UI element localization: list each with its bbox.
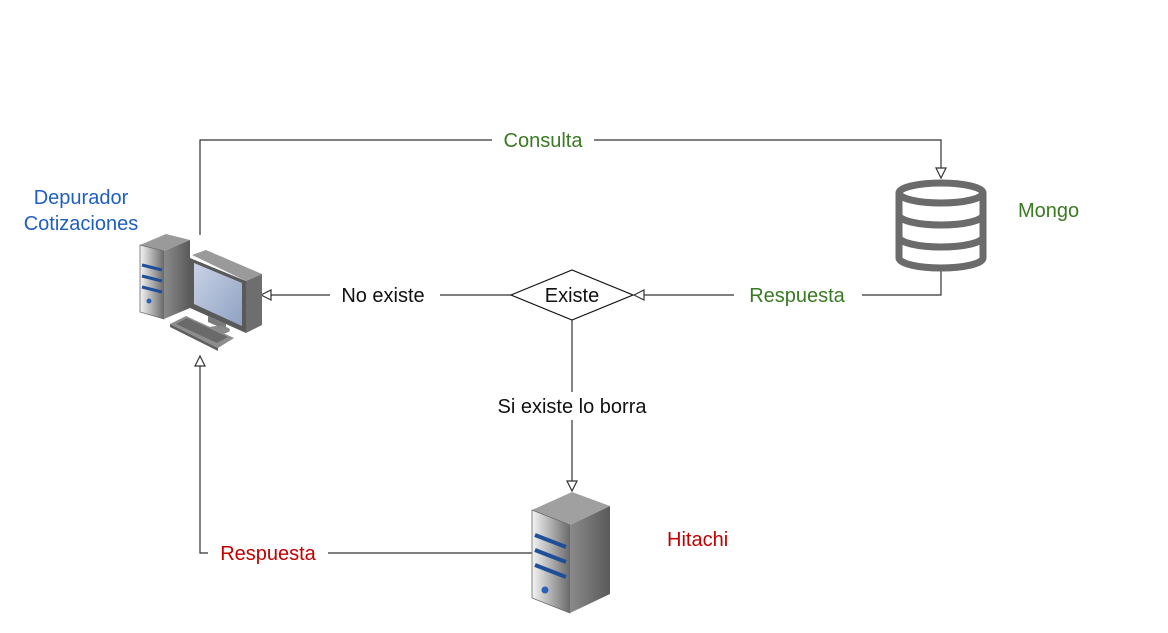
edge-no-existe-label-bg <box>330 281 440 309</box>
edge-respuesta-mongo-label-bg <box>734 281 862 309</box>
edge-no-existe-label: No existe <box>341 285 424 307</box>
edge-consulta-label: Consulta <box>504 130 584 152</box>
desktop-computer-icon[interactable] <box>139 234 262 351</box>
hitachi-label: Hitachi <box>667 529 729 551</box>
client-label-line2: Cotizaciones <box>23 213 139 235</box>
edge-respuesta-hitachi <box>200 356 532 554</box>
client-label-line1: Depurador <box>33 187 129 209</box>
edge-respuesta-hitachi-label-bg <box>208 539 328 567</box>
edge-consulta <box>199 139 941 235</box>
edge-respuesta-mongo-label: Respuesta <box>749 285 845 307</box>
server-tower-icon[interactable] <box>531 492 610 614</box>
database-icon[interactable] <box>895 179 987 272</box>
decision-existe-label: Existe <box>545 285 599 307</box>
edge-consulta-label-bg <box>492 126 594 154</box>
client-label: Depurador Cotizaciones <box>0 185 162 237</box>
edge-si-existe-label: Si existe lo borra <box>498 396 648 418</box>
mongo-label: Mongo <box>1018 200 1080 222</box>
edge-respuesta-hitachi-label: Respuesta <box>220 543 316 565</box>
edge-si-existe-label-bg <box>478 392 666 420</box>
decision-existe[interactable]: Existe <box>509 269 635 321</box>
